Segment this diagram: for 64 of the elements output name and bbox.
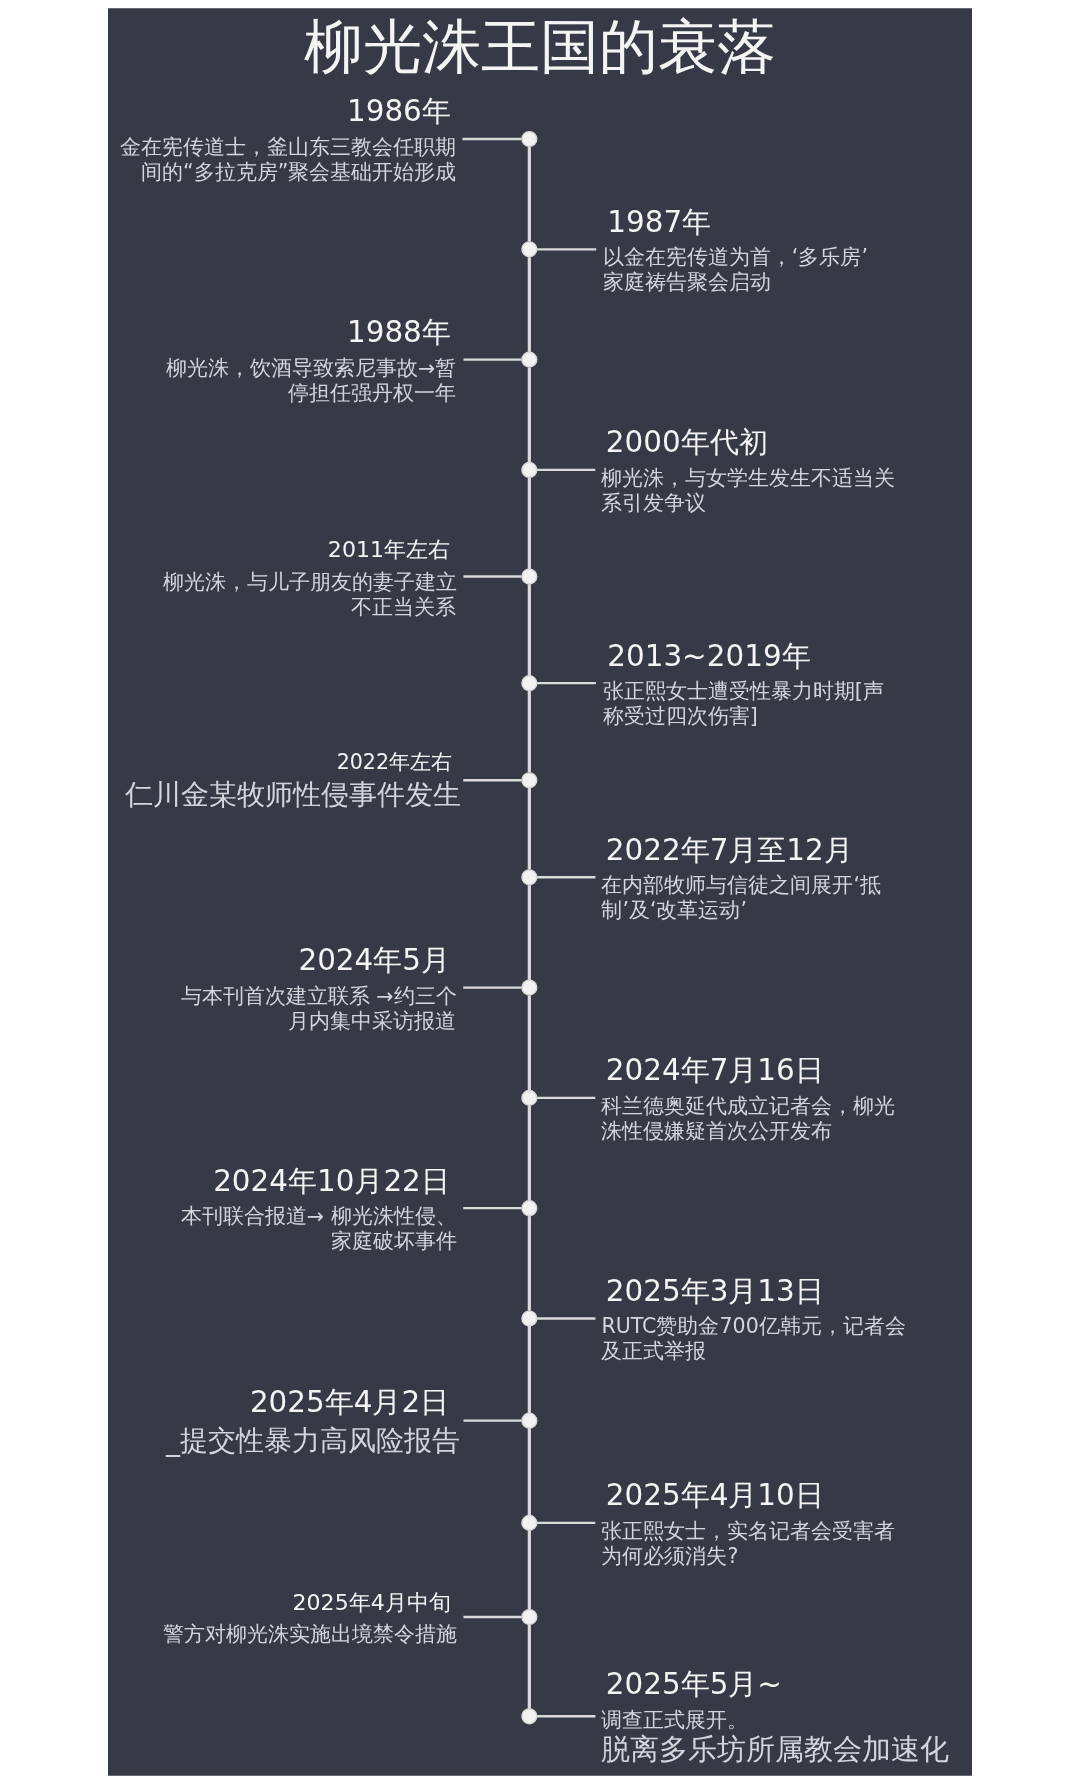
connector [463, 575, 522, 578]
node-text: 1987年 以金在宪传道为首，‘多乐房’家庭祷告聚会启动 [602, 204, 868, 295]
connector [536, 1715, 596, 1718]
connector [537, 468, 596, 472]
connector [527, 257, 531, 352]
node-text: 2013~2019年 张正熙女士遭受性暴力时期[声称受过四次伤害] [602, 638, 884, 729]
connector [527, 690, 531, 773]
node-text: 2022年左右 仁川金某牧师性侵事件发生 [124, 749, 461, 812]
node-text: 2025年3月13日 RUTC赞助金700亿韩元，记者会及正式举报 [601, 1273, 906, 1364]
connector [463, 986, 522, 989]
node-circle [521, 772, 538, 789]
connector [537, 248, 597, 251]
connector [463, 1207, 522, 1210]
node-circle [521, 1608, 538, 1626]
node-text: 2024年5月 与本刊首次建立联系 →约三个月内集中采访报道 [180, 942, 457, 1033]
connector [462, 137, 522, 141]
connector [527, 146, 531, 242]
node-text: 2025年4月10日 张正熙女士，实名记者会受害者为何必须消失? [601, 1478, 896, 1568]
connector [527, 1428, 531, 1516]
connector [527, 584, 531, 676]
node-circle [521, 1708, 538, 1725]
node-circle [521, 1089, 538, 1106]
node-circle [521, 979, 538, 996]
diagram-title: 柳光洙王国的衰落 [304, 11, 776, 81]
node-circle [521, 461, 538, 478]
node-circle [521, 1514, 538, 1531]
connector [527, 1530, 531, 1610]
node-text: 2011年左右 柳光洙，与儿子朋友的妻子建立不正当关系 [163, 537, 458, 619]
node-text: 2022年7月至12月 在内部牧师与信徒之间展开‘抵制’及‘改革运动’ [601, 832, 881, 923]
connector [463, 1615, 522, 1619]
node-text: 2025年5月~ 调查正式展开。 脱离多乐坊所属教会加速化 [601, 1667, 950, 1766]
node-text: 2025年4月2日 _提交性暴力高风险报告 [166, 1384, 461, 1458]
connector [527, 1624, 531, 1709]
connector [537, 1096, 596, 1100]
connector [527, 787, 531, 870]
connector [527, 885, 531, 980]
connector [537, 1521, 596, 1525]
node-circle [521, 351, 538, 368]
node-text: 2024年7月16日 科兰德奥延代成立记者会，柳光洙性侵嫌疑首次公开发布 [601, 1053, 896, 1143]
connector [536, 876, 596, 879]
connector [463, 1419, 522, 1422]
connector [536, 1317, 596, 1320]
connector [527, 477, 531, 570]
node-circle [521, 130, 538, 148]
connector [527, 1325, 531, 1413]
node-circle [521, 241, 538, 258]
node-text: 1988年 柳光洙，饮酒导致索尼事故→暂停担任强丹权一年 [166, 314, 457, 405]
node-circle [521, 568, 538, 585]
connector [536, 682, 596, 685]
node-text: 2024年10月22日 本刊联合报道→ 柳光洙性侵、家庭破坏事件 [180, 1163, 457, 1254]
node-circle [521, 675, 538, 692]
connector [527, 995, 531, 1091]
connector [527, 1216, 531, 1311]
node-circle [521, 1310, 538, 1327]
connector [463, 358, 522, 361]
node-circle [521, 869, 538, 886]
connector [527, 367, 531, 463]
node-text: 2025年4月中旬 警方对柳光洙实施出境禁令措施 [163, 1589, 458, 1646]
connector [527, 1105, 531, 1201]
node-text: 2000年代初 柳光洙，与女学生发生不适当关系引发争议 [601, 425, 896, 515]
connector [463, 779, 522, 782]
node-text: 1986年 金在宪传道士，釜山东三教会任职期间的“多拉克房”聚会基础开始形成 [120, 94, 457, 185]
node-circle [521, 1200, 538, 1217]
node-circle [521, 1412, 538, 1429]
